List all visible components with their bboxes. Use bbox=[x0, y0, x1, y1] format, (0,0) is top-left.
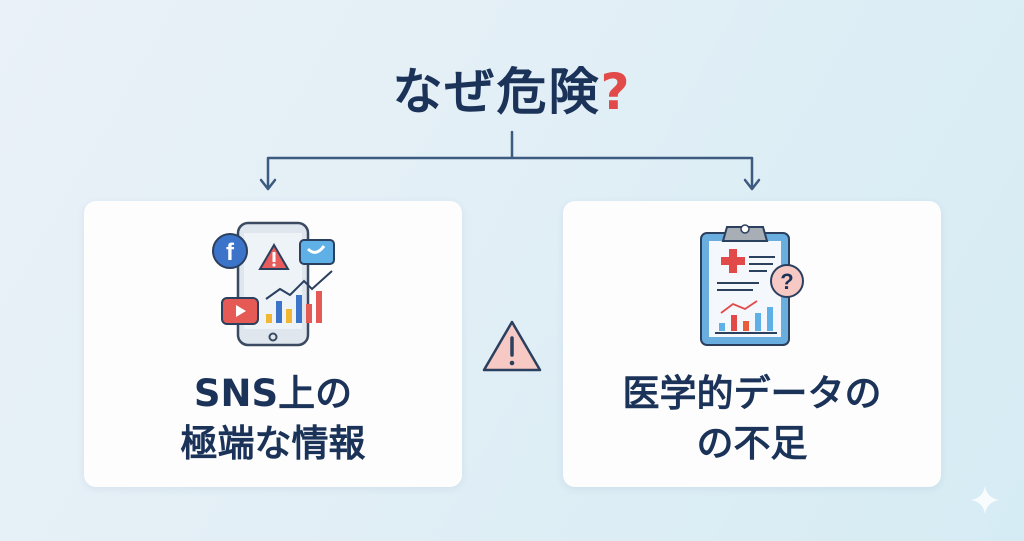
card-label: SNS上の 極端な情報 bbox=[84, 369, 462, 469]
card-label-line2: の不足 bbox=[696, 422, 808, 465]
sparkle-icon bbox=[971, 486, 999, 514]
card-label-line2: 極端な情報 bbox=[180, 422, 366, 465]
svg-text:?: ? bbox=[780, 269, 793, 294]
svg-text:f: f bbox=[226, 239, 235, 266]
card-medical-data: ? 医学的データの の不足 bbox=[563, 201, 941, 487]
smartphone-social-media-icon: f bbox=[208, 219, 338, 349]
warning-icon bbox=[482, 320, 542, 372]
question-mark: ? bbox=[600, 63, 632, 121]
card-sns-info: f SNS上の 極端な情報 bbox=[84, 201, 462, 487]
arrow-left-icon bbox=[259, 178, 277, 191]
page-title: なぜ危険? bbox=[0, 52, 1024, 124]
card-label-line1: 医学的データの bbox=[622, 372, 882, 415]
arrow-right-icon bbox=[743, 178, 761, 191]
title-text: なぜ危険 bbox=[392, 63, 601, 121]
card-label: 医学的データの の不足 bbox=[563, 369, 941, 469]
card-label-line1: SNS上の bbox=[193, 372, 353, 415]
medical-clipboard-icon: ? bbox=[687, 219, 817, 349]
